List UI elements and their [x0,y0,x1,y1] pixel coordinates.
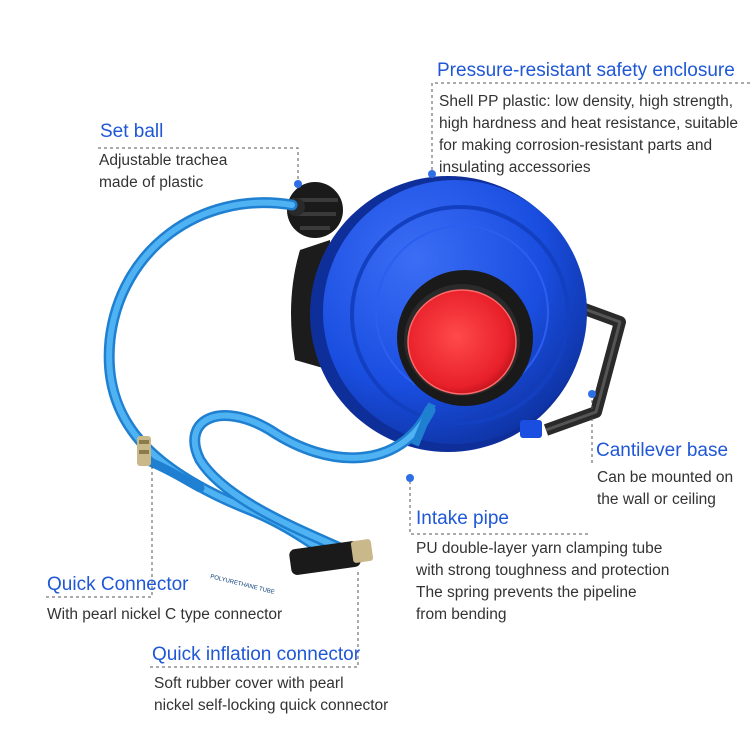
callout-dots [294,170,596,482]
intake-title: Intake pipe [416,508,509,529]
intake-spring [411,402,436,447]
intake-line: from bending [416,606,507,623]
quick-inflation-line: Soft rubber cover with pearl [154,675,344,692]
set-ball-title: Set ball [100,121,164,142]
enclosure-line: Shell PP plastic: low density, high stre… [439,93,734,110]
quick-connector [137,436,151,466]
callout-leaders [46,82,750,668]
enclosure-line: for making corrosion-resistant parts and [439,137,713,154]
air-hose [103,197,436,561]
set-ball-line: made of plastic [99,174,204,191]
set-ball-description: Adjustable trachea made of plastic [99,150,227,194]
enclosure-description: Shell PP plastic: low density, high stre… [439,91,738,179]
quick-connector-title: Quick Connector [47,574,189,595]
cantilever-title: Cantilever base [596,440,729,461]
enclosure-title: Pressure-resistant safety enclosure [437,60,735,81]
enclosure-line: high hardness and heat resistance, suita… [439,115,739,132]
quick-connector-description: With pearl nickel C type connector [47,604,282,626]
hose-print-text: POLYURETHANE TUBE [210,574,276,596]
quick-inflation-description: Soft rubber cover with pearl nickel self… [154,673,388,717]
cantilever-description: Can be mounted on the wall or ceiling [597,467,733,511]
intake-description: PU double-layer yarn clamping tube with … [416,538,669,626]
intake-line: with strong toughness and protection [416,562,670,579]
enclosure-line: insulating accessories [439,159,591,176]
quick-inflation-line: nickel self-locking quick connector [154,697,389,714]
quick-connector-line: With pearl nickel C type connector [47,606,283,623]
reel-hub [397,270,533,406]
cantilever-line: the wall or ceiling [597,491,716,508]
cantilever-line: Can be mounted on [597,469,734,486]
intake-line: The spring prevents the pipeline [416,584,637,601]
intake-line: PU double-layer yarn clamping tube [416,540,663,557]
quick-inflation-connector [289,539,374,575]
quick-inflation-title: Quick inflation connector [152,644,361,665]
set-ball-line: Adjustable trachea [99,152,228,169]
cantilever-bracket [543,294,626,436]
